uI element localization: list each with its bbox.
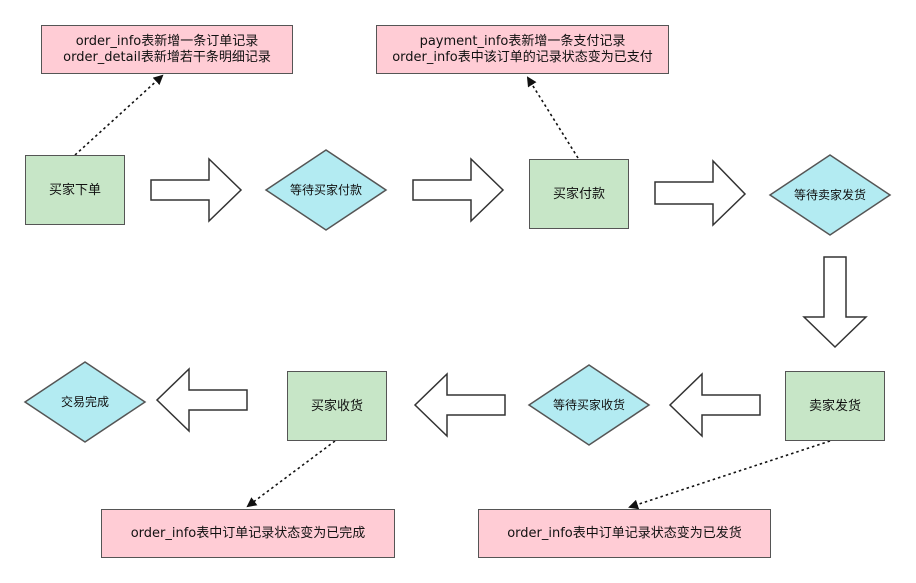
state-wait-ship: 等待卖家发货 — [768, 154, 892, 236]
state-complete-label: 交易完成 — [61, 394, 109, 409]
step-buyer-pay: 买家付款 — [529, 159, 629, 229]
state-wait-pay: 等待买家付款 — [264, 149, 388, 231]
state-wait-receive-label: 等待买家收货 — [553, 397, 625, 412]
block-arrow-right-3 — [654, 159, 747, 227]
note-order-created-line-2: order_detail表新增若干条明细记录 — [63, 49, 271, 65]
note-order-created-line-1: order_info表新增一条订单记录 — [75, 33, 259, 49]
note-completed: order_info表中订单记录状态变为已完成 — [101, 509, 395, 558]
state-complete: 交易完成 — [23, 361, 147, 443]
connector-order-to-note — [74, 74, 164, 156]
block-arrow-left-2 — [413, 372, 506, 438]
connector-receive-to-note — [246, 440, 336, 508]
state-wait-receive: 等待买家收货 — [527, 364, 651, 446]
note-paid-line-2: order_info表中该订单的记录状态变为已支付 — [392, 49, 653, 65]
block-arrow-right-1 — [150, 157, 243, 223]
note-completed-line-1: order_info表中订单记录状态变为已完成 — [130, 525, 366, 541]
state-wait-pay-label: 等待买家付款 — [290, 182, 362, 197]
note-order-created: order_info表新增一条订单记录 order_detail表新增若干条明细… — [41, 25, 293, 74]
connector-ship-to-note — [628, 440, 831, 510]
note-paid-line-1: payment_info表新增一条支付记录 — [419, 33, 626, 49]
note-shipped-line-1: order_info表中订单记录状态变为已发货 — [507, 525, 742, 541]
block-arrow-down — [802, 256, 868, 349]
note-shipped: order_info表中订单记录状态变为已发货 — [478, 509, 771, 558]
block-arrow-left-1 — [668, 372, 761, 438]
connector-pay-to-note — [526, 76, 579, 159]
step-seller-ship: 卖家发货 — [785, 371, 885, 441]
note-paid: payment_info表新增一条支付记录 order_info表中该订单的记录… — [376, 25, 669, 74]
block-arrow-left-3 — [155, 367, 248, 433]
step-buyer-order: 买家下单 — [25, 155, 125, 225]
state-wait-ship-label: 等待卖家发货 — [794, 187, 866, 202]
step-buyer-receive: 买家收货 — [287, 371, 387, 441]
block-arrow-right-2 — [412, 157, 505, 223]
